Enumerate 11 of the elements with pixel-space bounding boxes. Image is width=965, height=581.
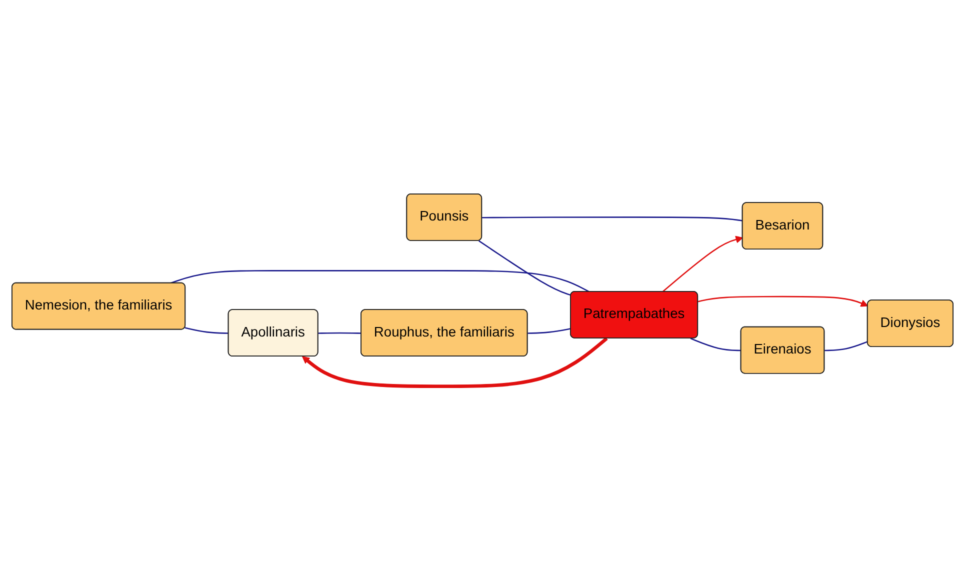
- connector: [528, 328, 571, 334]
- connector: [690, 338, 742, 352]
- connector: [824, 341, 868, 352]
- connector: [318, 332, 362, 334]
- connector: [184, 328, 229, 334]
- arrow: [302, 338, 608, 388]
- connector: [170, 270, 590, 293]
- arrow: [662, 236, 744, 293]
- connector: [478, 240, 572, 296]
- connector: [482, 216, 743, 222]
- arrow: [698, 296, 868, 308]
